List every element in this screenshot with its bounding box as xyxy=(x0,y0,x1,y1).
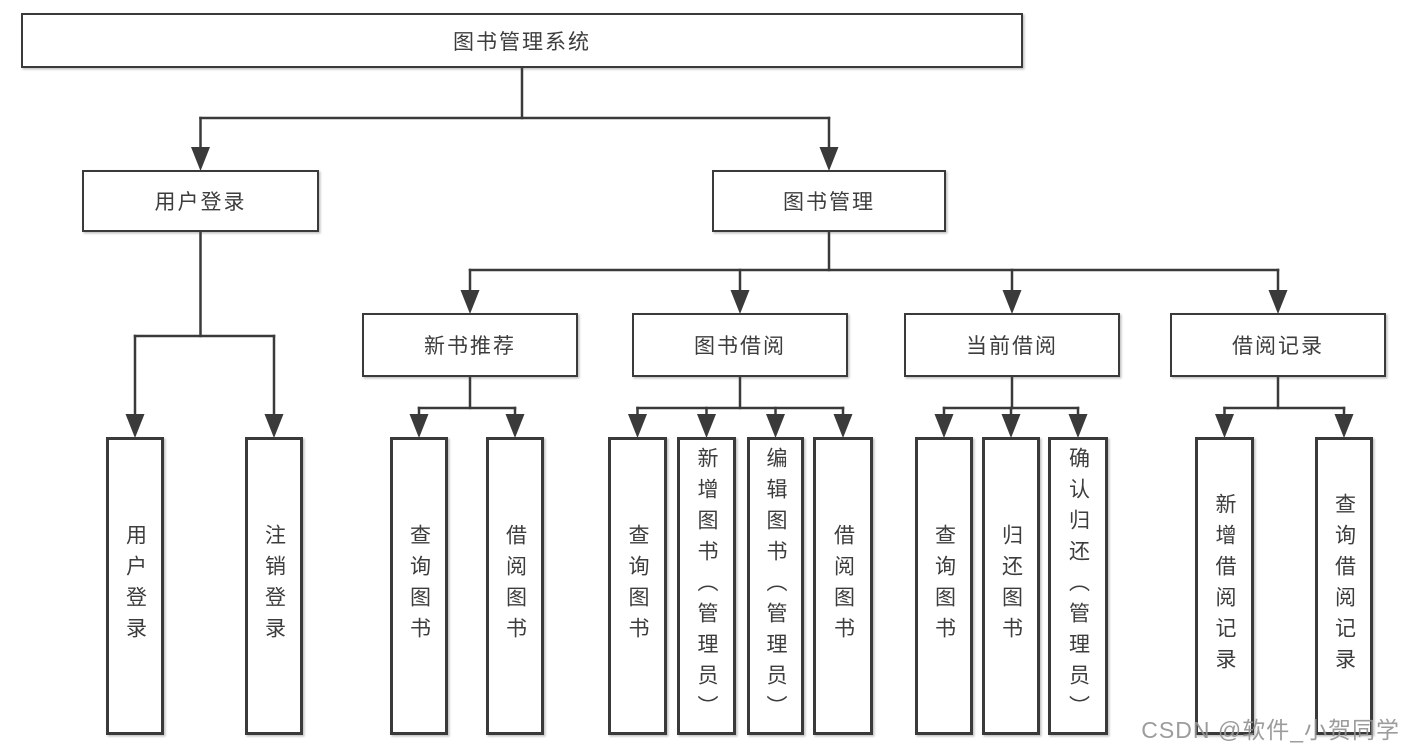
node-label-new-book-rec: 新书推荐 xyxy=(424,335,516,358)
node-label-nb-borrow-book: 借阅图书 xyxy=(503,524,527,648)
arrowhead-icon xyxy=(833,414,853,438)
arrowhead-icon xyxy=(1002,290,1022,314)
node-nb-borrow-book: 借阅图书 xyxy=(486,437,544,735)
node-label-borrow-records: 借阅记录 xyxy=(1232,335,1324,358)
arrowhead-icon xyxy=(766,414,785,438)
node-root: 图书管理系统 xyxy=(21,13,1023,68)
arrowhead-icon xyxy=(730,290,750,314)
node-label-logout: 注销登录 xyxy=(262,524,286,648)
node-label-br-add-record: 新增借阅记录 xyxy=(1213,493,1236,679)
arrowhead-icon xyxy=(505,414,525,438)
node-current-borrow: 当前借阅 xyxy=(904,313,1120,377)
arrowhead-icon xyxy=(460,290,480,314)
csdn-watermark: CSDN @软件_小贺同学 xyxy=(1141,717,1400,743)
node-new-book-rec: 新书推荐 xyxy=(362,313,578,377)
node-bb-query-book: 查询图书 xyxy=(608,437,667,735)
node-cb-confirm-return: 确认归还（管理员） xyxy=(1048,437,1108,735)
arrowhead-icon xyxy=(1068,414,1088,438)
arrowhead-icon xyxy=(697,414,716,438)
node-bb-edit-book: 编辑图书（管理员） xyxy=(747,437,804,735)
arrowhead-icon xyxy=(1334,414,1354,438)
arrowhead-icon xyxy=(125,414,145,438)
node-label-bb-edit-book: 编辑图书（管理员） xyxy=(764,446,787,726)
node-label-br-query-record: 查询借阅记录 xyxy=(1332,493,1356,679)
node-br-query-record: 查询借阅记录 xyxy=(1315,437,1373,735)
node-label-current-borrow: 当前借阅 xyxy=(966,335,1058,358)
node-label-root: 图书管理系统 xyxy=(453,30,591,54)
node-label-bb-query-book: 查询图书 xyxy=(626,524,649,648)
arrowhead-icon xyxy=(264,414,284,438)
node-bb-borrow-book: 借阅图书 xyxy=(813,437,873,735)
node-nb-query-book: 查询图书 xyxy=(390,437,448,735)
node-label-nb-query-book: 查询图书 xyxy=(407,524,431,648)
node-label-cb-confirm-return: 确认归还（管理员） xyxy=(1066,446,1090,726)
node-borrow-records: 借阅记录 xyxy=(1170,313,1386,377)
arrowhead-icon xyxy=(1215,414,1234,438)
arrowhead-icon xyxy=(819,147,839,171)
arrowhead-icon xyxy=(191,147,210,171)
node-label-user-login: 用户登录 xyxy=(123,524,147,648)
node-label-cb-query-book: 查询图书 xyxy=(932,524,956,648)
node-user-login: 用户登录 xyxy=(106,437,164,735)
node-label-user-login-group: 用户登录 xyxy=(154,191,247,214)
arrowhead-icon xyxy=(1268,290,1288,314)
node-label-cb-return-book: 归还图书 xyxy=(999,524,1023,648)
node-label-book-mgmt: 图书管理 xyxy=(783,191,875,214)
arrowhead-icon xyxy=(1001,414,1021,438)
arrowhead-icon xyxy=(628,414,647,438)
node-book-mgmt: 图书管理 xyxy=(712,170,946,232)
node-bb-add-book: 新增图书（管理员） xyxy=(677,437,736,735)
node-cb-return-book: 归还图书 xyxy=(982,437,1040,735)
node-label-bb-add-book: 新增图书（管理员） xyxy=(695,446,718,726)
arrowhead-icon xyxy=(409,414,429,438)
node-user-login-group: 用户登录 xyxy=(82,170,319,232)
arrowhead-icon xyxy=(934,414,954,438)
node-cb-query-book: 查询图书 xyxy=(915,437,973,735)
node-label-book-borrow: 图书借阅 xyxy=(694,335,786,358)
node-label-bb-borrow-book: 借阅图书 xyxy=(831,524,855,648)
node-book-borrow: 图书借阅 xyxy=(632,313,848,377)
node-br-add-record: 新增借阅记录 xyxy=(1195,437,1254,735)
node-logout: 注销登录 xyxy=(245,437,303,735)
